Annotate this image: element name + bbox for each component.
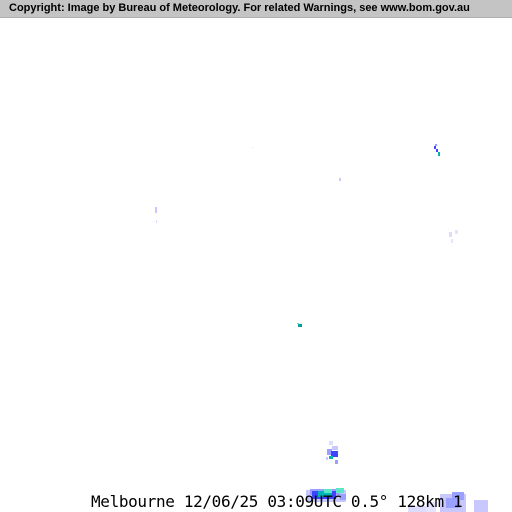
echo-upper-right: [434, 144, 440, 156]
echo-right-faint: [449, 230, 458, 243]
copyright-bar: Copyright: Image by Bureau of Meteorolog…: [0, 0, 512, 18]
echo-left: [155, 207, 157, 223]
echo-lower-cluster: [326, 441, 338, 464]
copyright-text: Copyright: Image by Bureau of Meteorolog…: [9, 2, 470, 14]
radar-caption: Melbourne 12/06/25 03:09UTC 0.5° 128km 1: [91, 492, 463, 511]
echo-bottom-right: [408, 492, 488, 512]
echo-small-center: [252, 147, 341, 181]
echo-bottom-band: [306, 488, 346, 502]
echo-center-dot: [297, 323, 302, 327]
